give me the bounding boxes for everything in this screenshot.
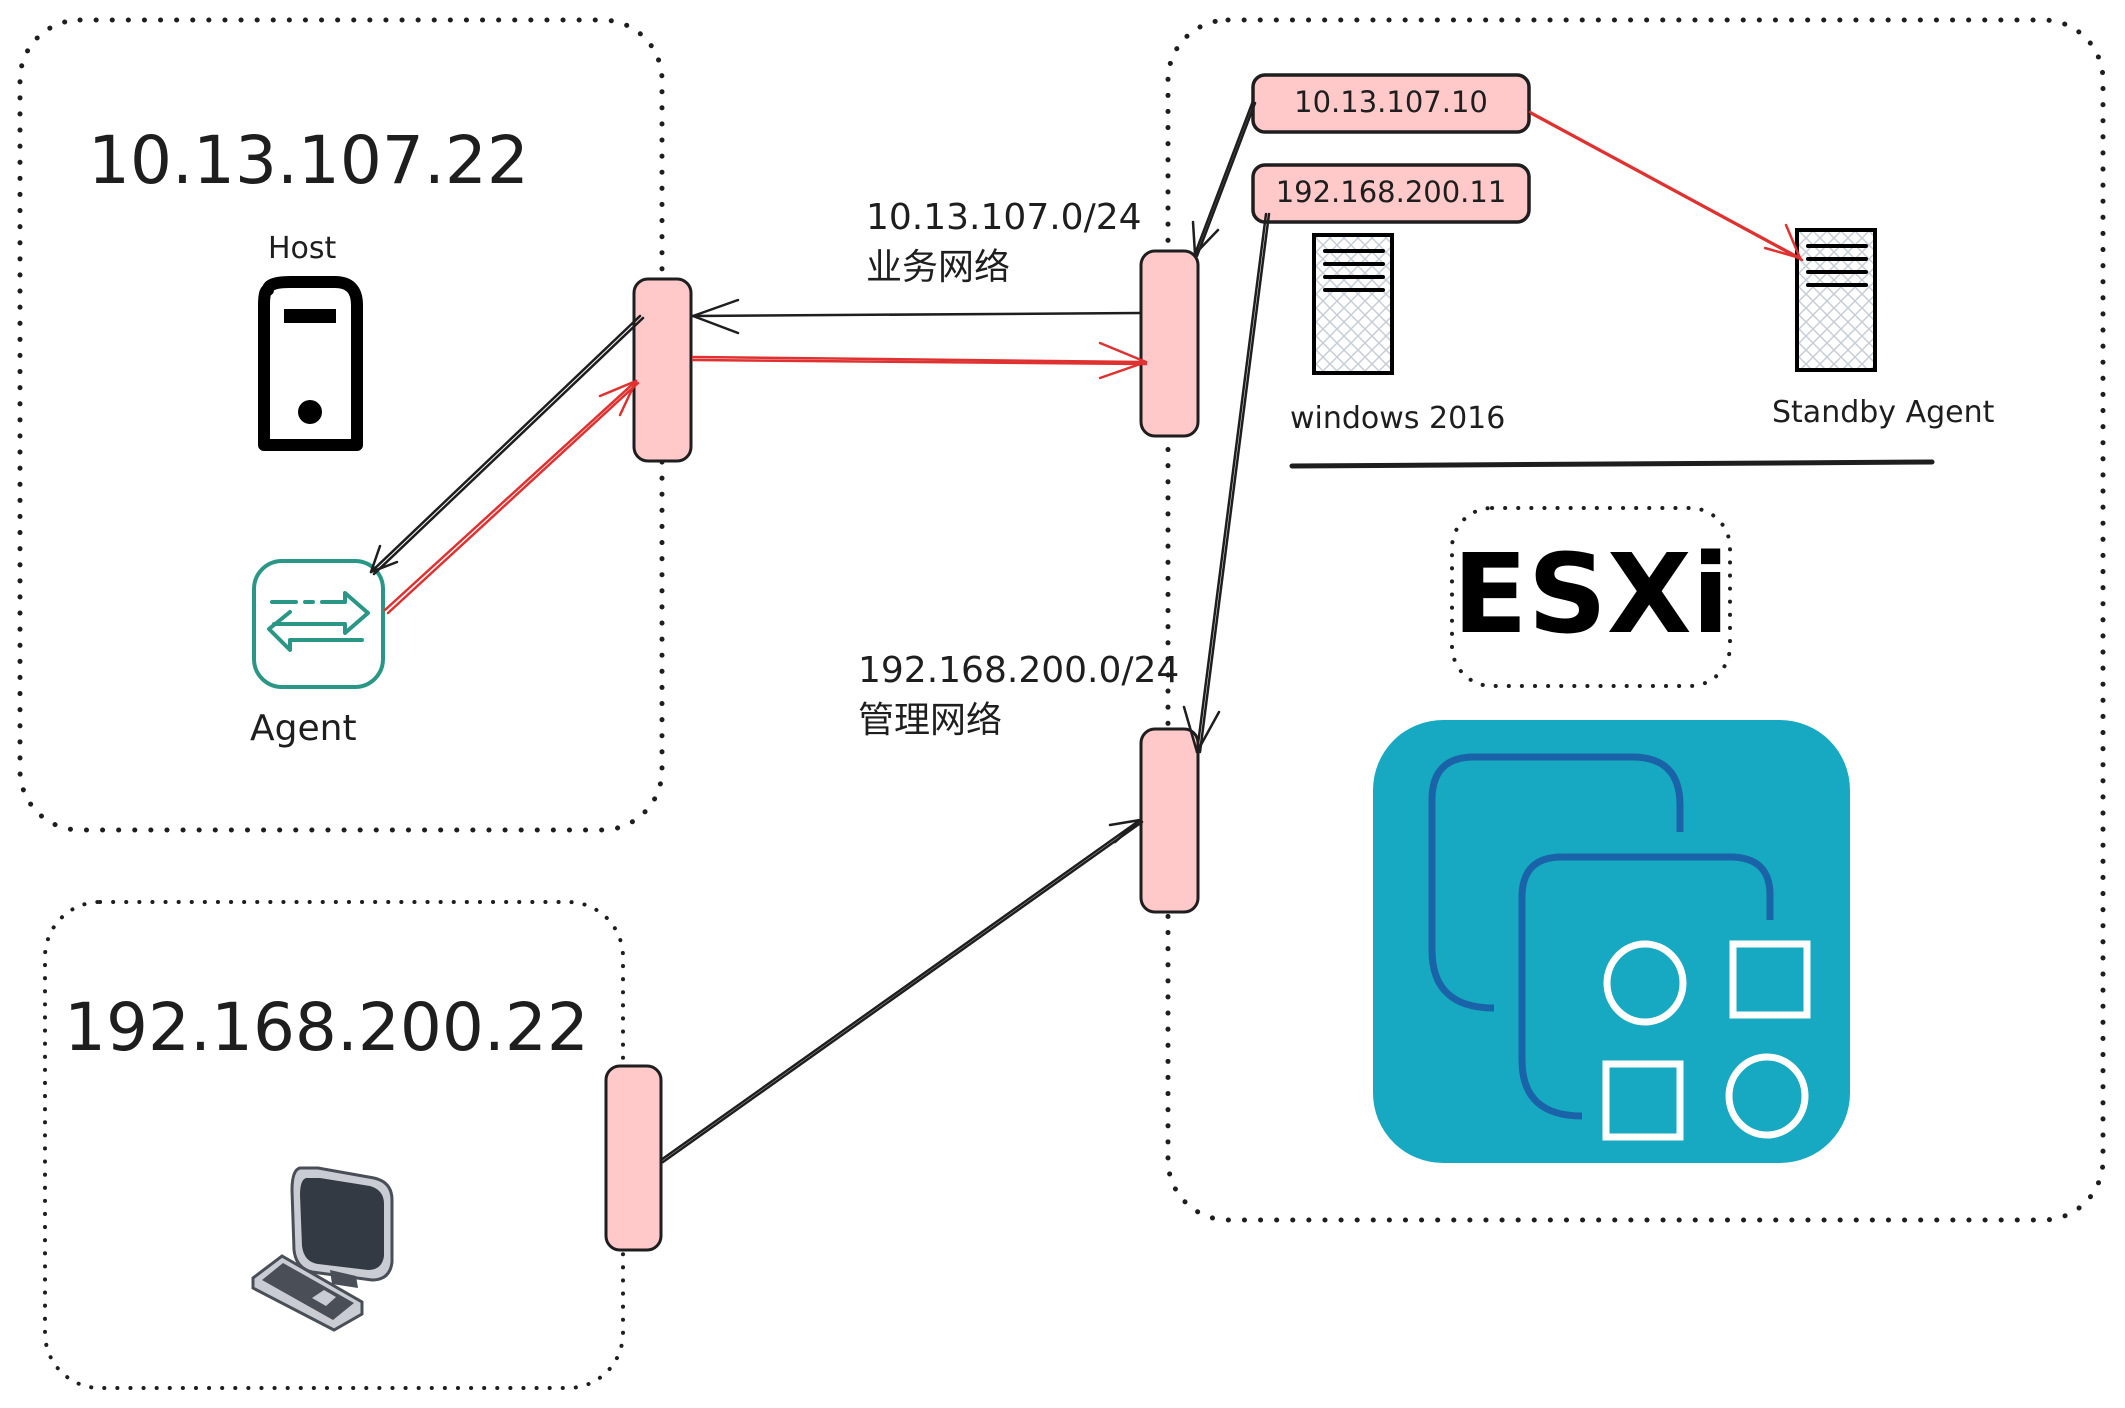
vm-separator-line <box>1289 459 1935 469</box>
host-label: Host <box>268 231 337 266</box>
admin-ip-title: 192.168.200.22 <box>64 989 589 1066</box>
esxi-ip-label-box-management[interactable] <box>1251 163 1531 224</box>
esxi-ip-label-management: 192.168.200.11 <box>1276 175 1507 209</box>
esxi-ip-label-business: 10.13.107.10 <box>1294 85 1488 119</box>
esxi-logo-icon <box>1373 720 1850 1163</box>
vm-server-icon[interactable] <box>1795 228 1877 372</box>
vm-label-standby-agent: Standby Agent <box>1772 395 1995 430</box>
connector-admin-to-management-port <box>659 818 1144 1164</box>
agent-label: Agent <box>250 708 357 749</box>
connector-agent-to-host-port <box>383 379 640 615</box>
business-network-cidr: 10.13.107.0/24 <box>866 197 1142 238</box>
esxi-title: ESXi <box>1453 530 1730 658</box>
connector-ip-label-to-business-port <box>1191 99 1257 258</box>
vm-label-windows: windows 2016 <box>1290 401 1505 436</box>
host-ip-title: 10.13.107.22 <box>88 122 529 199</box>
esxi-management-port[interactable] <box>1139 727 1200 914</box>
agent-transfer-icon[interactable] <box>252 559 385 689</box>
host-zone-port[interactable] <box>632 277 693 463</box>
connector-ip-label-to-standby-agent <box>1528 110 1804 262</box>
desktop-computer-icon[interactable] <box>251 1166 394 1332</box>
vm-server-icon[interactable] <box>1312 233 1394 375</box>
connector-esxi-to-host-business <box>691 298 1143 335</box>
esxi-business-port[interactable] <box>1139 249 1200 438</box>
management-network-cidr: 192.168.200.0/24 <box>858 650 1179 691</box>
connector-ip-label-to-management-port <box>1182 212 1271 754</box>
server-tower-icon[interactable] <box>258 276 363 451</box>
admin-zone-box[interactable] <box>43 900 625 1390</box>
admin-zone-port[interactable] <box>604 1064 663 1252</box>
connector-host-port-to-agent <box>369 314 645 576</box>
esxi-zone-box[interactable] <box>1165 17 2106 1223</box>
business-network-name: 业务网络 <box>866 247 1010 288</box>
connector-host-to-esxi-business <box>691 341 1148 380</box>
management-network-name: 管理网络 <box>858 700 1002 741</box>
